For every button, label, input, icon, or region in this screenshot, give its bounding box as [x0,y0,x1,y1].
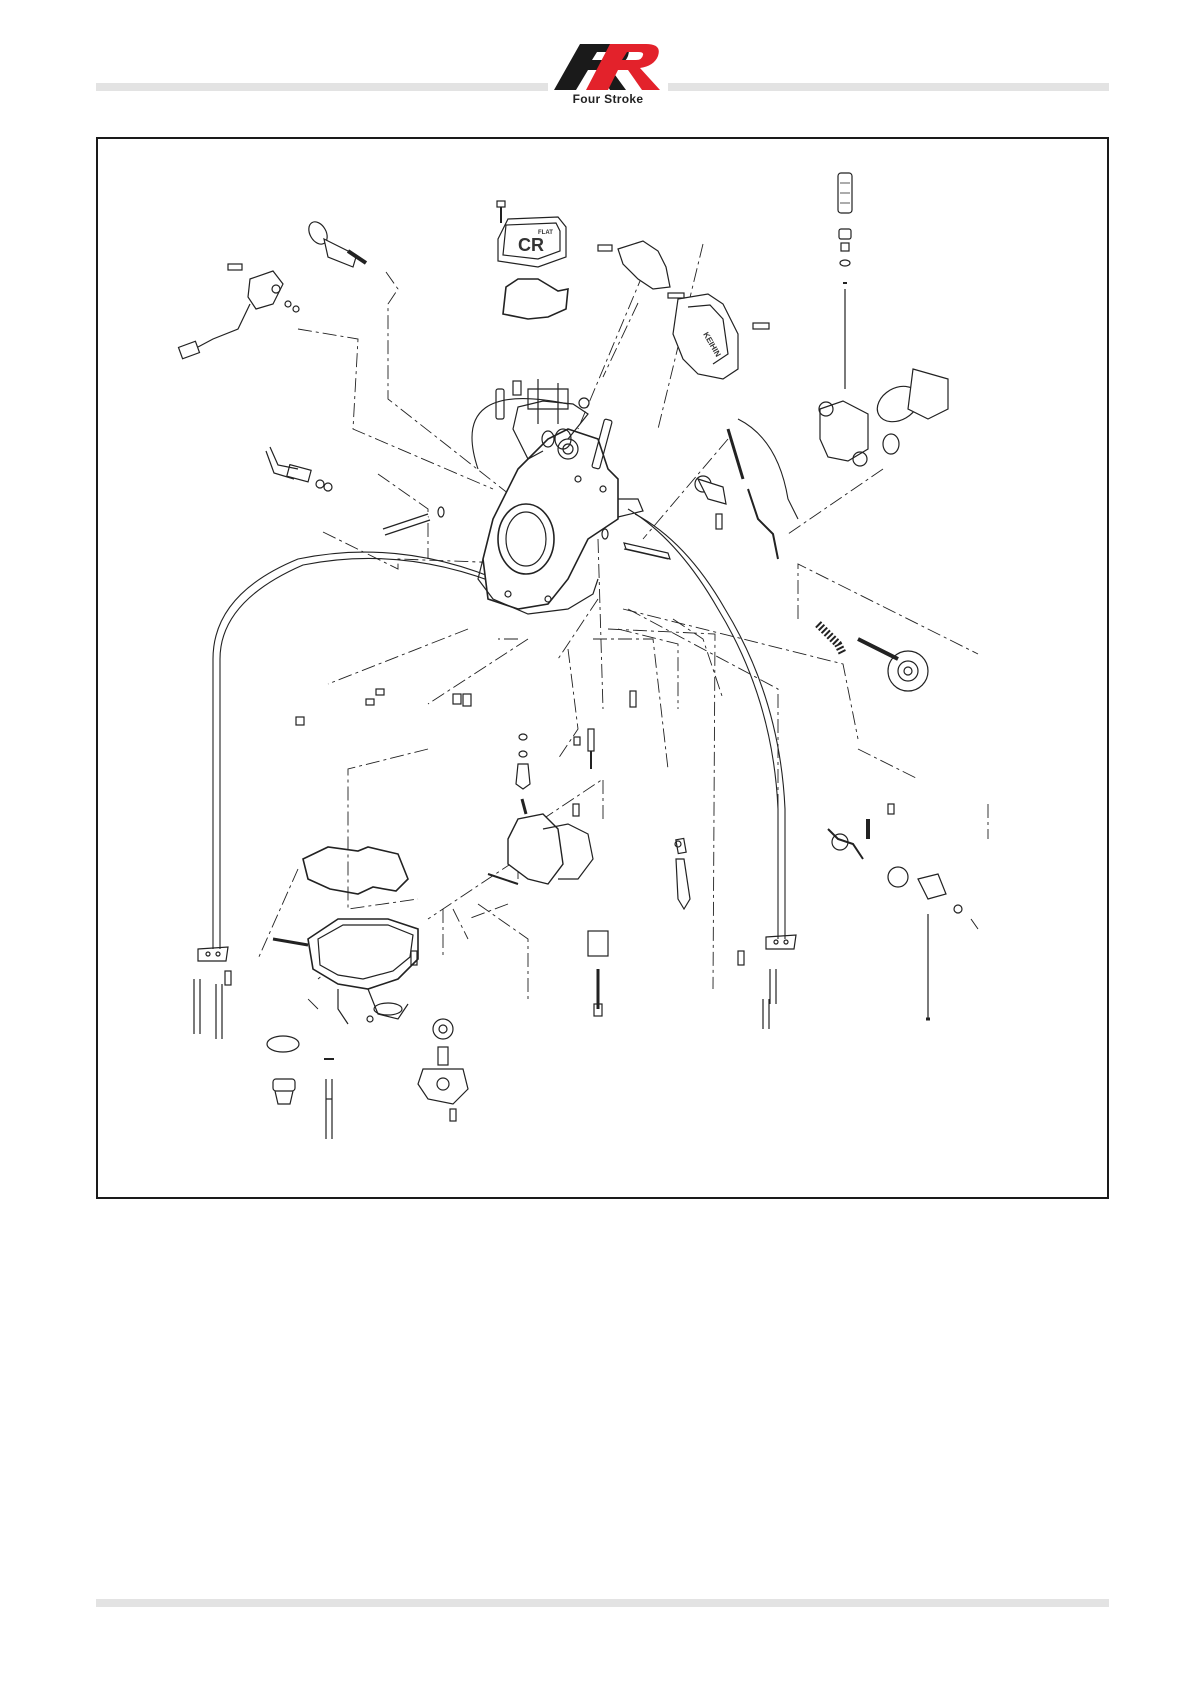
accelerator-pump [819,173,948,466]
rr-logo-icon [552,38,664,94]
cover-label-small: FLAT [538,230,553,236]
misc-screws [296,689,636,745]
linkage-parts [828,804,978,1019]
top-cover: CR FLAT [497,201,568,319]
throttle-lever-cover: KEIHIN [598,241,769,379]
carburetor-body [478,379,643,614]
left-cable-ends [194,947,231,1039]
cover-label-main: CR [518,235,544,255]
throttle-slide-float [488,734,593,884]
carburetor-exploded-diagram: CR FLAT KEIHIN [98,139,1107,1197]
logo-caption: Four Stroke [548,92,668,106]
right-cable-ends [738,935,796,1029]
float-bowl [273,919,418,1024]
brand-logo: Four Stroke [548,38,668,108]
float-bowl-gasket [303,847,408,894]
jets-and-needle [588,729,690,1016]
throttle-stop-screw [695,429,778,559]
throttle-shaft-spring [818,624,928,691]
air-screw-fitting [266,447,332,491]
bowl-drain-parts [267,1016,373,1139]
footer-rule [96,1599,1109,1607]
leader-lines [258,244,988,1009]
choke-plunger [178,219,366,359]
leak-jet-assembly [418,1019,468,1121]
exploded-diagram-frame: CR FLAT KEIHIN [96,137,1109,1199]
